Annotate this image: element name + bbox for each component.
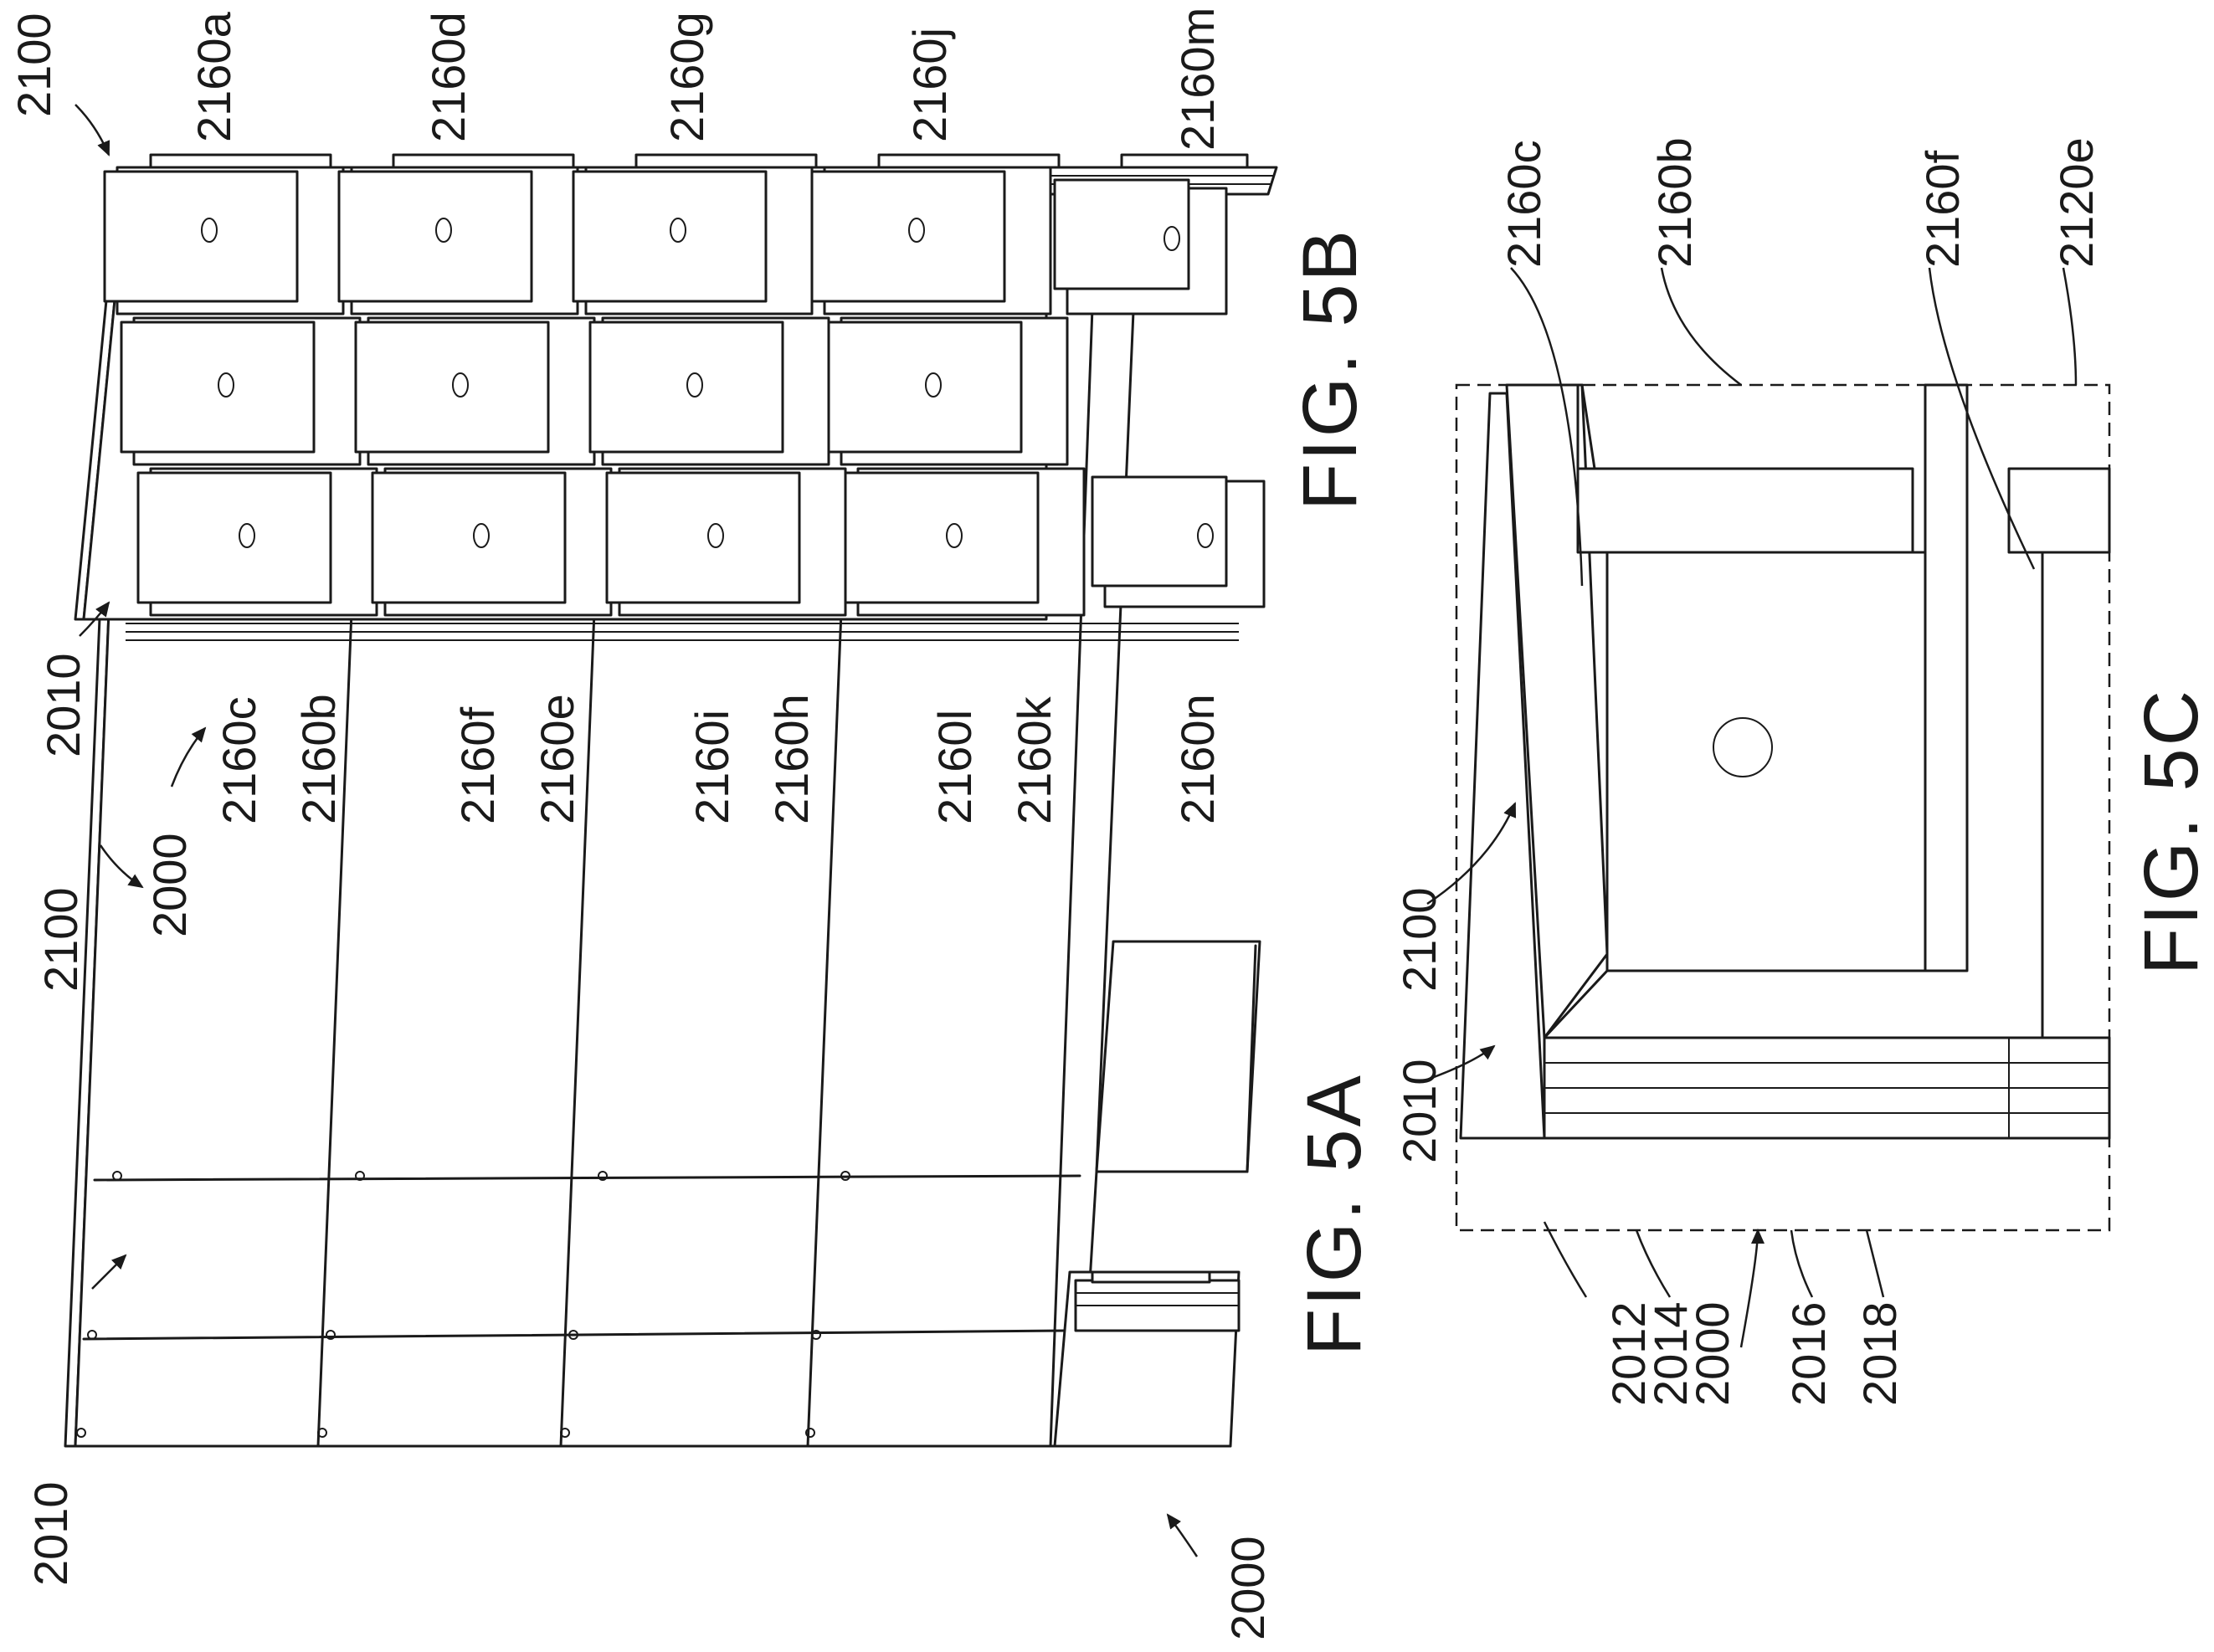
fig5c-label-2160b: 2160b <box>1648 137 1701 268</box>
tile-label-2160c: 2160c <box>213 696 265 824</box>
fig5a-end-block <box>1095 940 1261 1173</box>
fig5a-caption: FIG. 5A <box>1292 1073 1377 1356</box>
tile-label-2160l: 2160l <box>928 710 981 824</box>
fig5c-label-2016: 2016 <box>1782 1301 1835 1406</box>
fig5c-label-2120e: 2120e <box>2050 137 2103 268</box>
fig5c-label-2012: 2012 <box>1602 1301 1655 1406</box>
tile-label-2160n: 2160n <box>1171 694 1224 824</box>
tile-label-2160d: 2160d <box>422 12 475 142</box>
fig5b-label-2100: 2100 <box>8 13 60 117</box>
tile-label-2160j: 2160j <box>903 28 956 142</box>
fig5b-label-2010: 2010 <box>37 653 90 757</box>
fig5a-label-2010: 2010 <box>24 1481 77 1586</box>
fig5c-label-2160c: 2160c <box>1497 140 1550 268</box>
tile-label-2160k: 2160k <box>1008 695 1061 824</box>
tile-label-2160g: 2160g <box>660 12 713 142</box>
fig-5b: 2100 2010 2000 2160a 2160d 2160g 2160j 2… <box>8 8 1373 937</box>
fig5a-label-2100: 2100 <box>34 887 87 992</box>
tile-label-2160e: 2160e <box>531 694 583 824</box>
fig5c-label-2014: 2014 <box>1644 1301 1697 1406</box>
fig5c-label-2100: 2100 <box>1393 887 1446 992</box>
tile-label-2160i: 2160i <box>686 710 738 824</box>
tile-label-2160m: 2160m <box>1171 8 1224 151</box>
fig5c-label-2010: 2010 <box>1393 1059 1446 1163</box>
fig5c-label-2000: 2000 <box>1686 1301 1739 1406</box>
fig5b-caption: FIG. 5B <box>1287 228 1373 510</box>
fig-5c: 2160c 2160b 2160f 2120e 2100 2010 2012 2… <box>1393 137 2214 1406</box>
fig5b-tiles <box>103 166 1266 617</box>
fig5c-label-2160f: 2160f <box>1916 150 1969 268</box>
fig5c-detail-box <box>1455 383 2111 1232</box>
fig5c-label-2018: 2018 <box>1853 1301 1906 1406</box>
fig5a-label-2000: 2000 <box>1221 1536 1274 1640</box>
tile-label-2160f: 2160f <box>451 706 504 824</box>
fig5c-caption: FIG. 5C <box>2129 688 2214 975</box>
tile-label-2160h: 2160h <box>765 694 818 824</box>
fig5b-label-2000: 2000 <box>143 833 196 937</box>
tile-label-2160b: 2160b <box>292 694 345 824</box>
tile-label-2160a: 2160a <box>187 11 240 142</box>
